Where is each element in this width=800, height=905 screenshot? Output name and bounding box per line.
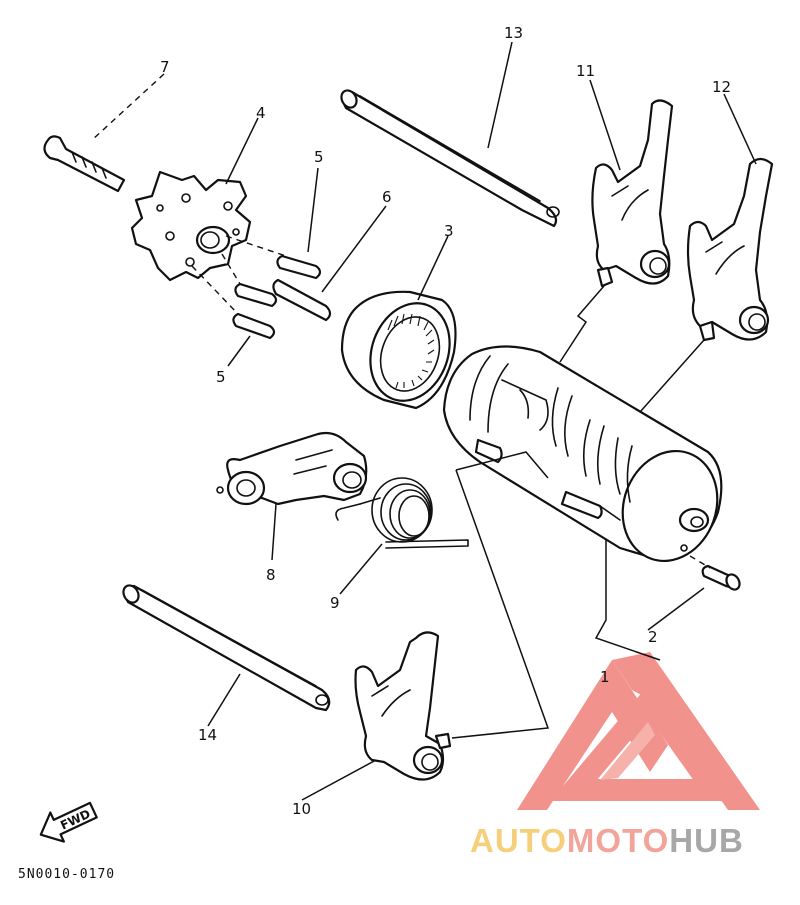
- torsion-spring: [335, 477, 469, 549]
- callout-2: 2: [648, 628, 658, 646]
- watermark-moto: MOTO: [567, 822, 669, 859]
- dowel-pin-lower: [232, 312, 276, 340]
- shift-cam: [442, 345, 723, 563]
- callout-5-lower: 5: [216, 368, 226, 386]
- bearing: [340, 290, 457, 410]
- long-pin: [272, 278, 332, 322]
- assembly-lines: [451, 285, 705, 739]
- callout-14: 14: [198, 726, 217, 744]
- callout-3: 3: [444, 222, 454, 240]
- stopper-lever: [216, 431, 368, 506]
- callout-5-upper: 5: [314, 148, 324, 166]
- callout-leaders: [91, 41, 757, 801]
- watermark-hub: HUB: [669, 822, 744, 859]
- dowel-pin-middle: [234, 282, 278, 308]
- screw: [43, 135, 126, 193]
- callout-12: 12: [712, 78, 731, 96]
- guide-bar-upper: [340, 89, 560, 228]
- guide-bar-lower: [122, 584, 331, 712]
- callout-6: 6: [382, 188, 392, 206]
- watermark-auto: AUTO: [470, 822, 567, 859]
- callout-7: 7: [160, 58, 170, 76]
- shift-fork-upper: [591, 99, 674, 288]
- shift-fork-lower: [354, 631, 452, 781]
- callout-10: 10: [292, 800, 311, 818]
- svg-text:AUTOMOTOHUB: AUTOMOTOHUB: [470, 822, 744, 859]
- callout-8: 8: [266, 566, 276, 584]
- callout-4: 4: [256, 104, 266, 122]
- fwd-arrow-icon: FWD: [39, 801, 98, 843]
- dowel-pin-upper: [276, 254, 322, 280]
- callout-9: 9: [330, 594, 340, 612]
- callout-13: 13: [504, 24, 523, 42]
- diagram-code: 5N0010-0170: [18, 867, 115, 882]
- watermark-text: AUTOMOTOHUB: [470, 822, 744, 859]
- segment: [130, 170, 252, 282]
- callout-11: 11: [576, 62, 595, 80]
- shift-fork-right: [686, 157, 774, 342]
- callout-1: 1: [600, 668, 610, 686]
- bolt: [689, 555, 741, 591]
- watermark-logo: [517, 652, 760, 810]
- callout-labels: 13 7 11 12 4 5 6 3 5 8 9 2 1 14 10: [160, 24, 731, 818]
